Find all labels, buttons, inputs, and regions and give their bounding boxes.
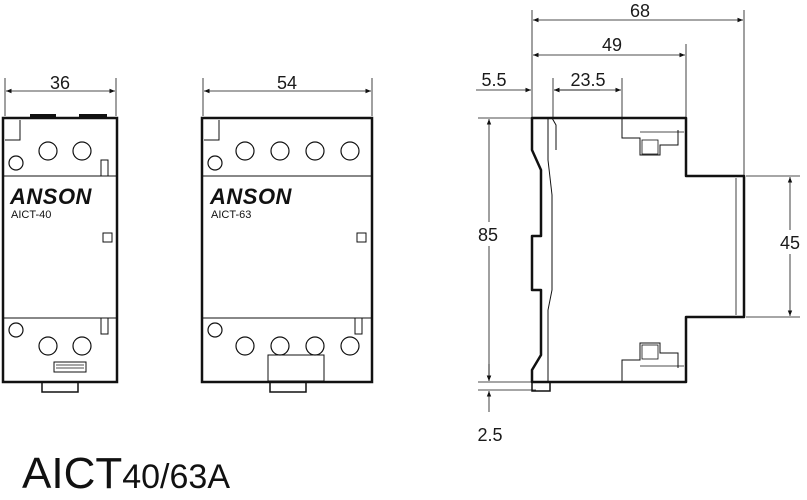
- screw-terminal: [72, 141, 92, 161]
- screw-terminal: [38, 336, 58, 356]
- side-view: 68 49 5.5 23.5 85: [470, 1, 807, 445]
- depth-dimension-49: 49: [533, 35, 685, 58]
- screw-terminal: [235, 336, 255, 356]
- width-label: 36: [50, 73, 70, 93]
- screw-terminal: [8, 322, 24, 338]
- height-label: 85: [478, 225, 498, 245]
- lower-terminal-block: [621, 342, 684, 382]
- screw-terminal: [340, 336, 360, 356]
- front-view-aict-63: 54 ANSON AICT-63: [200, 73, 374, 393]
- model-label: AICT-40: [11, 209, 51, 221]
- contactor-body: [1, 116, 119, 384]
- width-label: 54: [277, 73, 297, 93]
- terminal-dimension-23-5: 23.5: [554, 70, 621, 93]
- series-title: AICT40/63A: [22, 452, 230, 496]
- clip-dimension-2-5: 2.5: [477, 364, 503, 445]
- model-label: AICT-63: [211, 209, 251, 221]
- screw-terminal: [38, 141, 58, 161]
- depth-label: 68: [630, 1, 650, 21]
- front-view-aict-40: 36 ANSON AICT-40: [1, 73, 119, 393]
- height-dimension-85: 85: [470, 119, 506, 381]
- depth-dimension-68: 68: [533, 1, 743, 23]
- terminal-label: 23.5: [570, 70, 605, 90]
- side-profile: [530, 116, 746, 384]
- window-label: 45: [780, 233, 800, 253]
- width-dimension-36: 36: [4, 73, 117, 116]
- window-dimension-45: 45: [772, 177, 807, 316]
- upper-terminal-block: [621, 118, 684, 156]
- brand-logo: ANSON: [9, 184, 93, 209]
- contactor-body: [200, 116, 374, 384]
- body-depth-label: 49: [602, 35, 622, 55]
- screw-terminal: [8, 155, 24, 171]
- screw-terminal: [340, 141, 360, 161]
- width-dimension-54: 54: [202, 73, 373, 116]
- screw-terminal: [207, 155, 223, 171]
- clip-label: 2.5: [477, 425, 502, 445]
- brand-logo: ANSON: [209, 184, 293, 209]
- series-ratings: 40/63A: [122, 458, 230, 496]
- screw-terminal: [72, 336, 92, 356]
- screw-terminal: [235, 141, 255, 161]
- screw-terminal: [305, 141, 325, 161]
- screw-terminal: [270, 141, 290, 161]
- offset-label: 5.5: [481, 70, 506, 90]
- series-name: AICT: [22, 449, 123, 498]
- screw-terminal: [207, 322, 223, 338]
